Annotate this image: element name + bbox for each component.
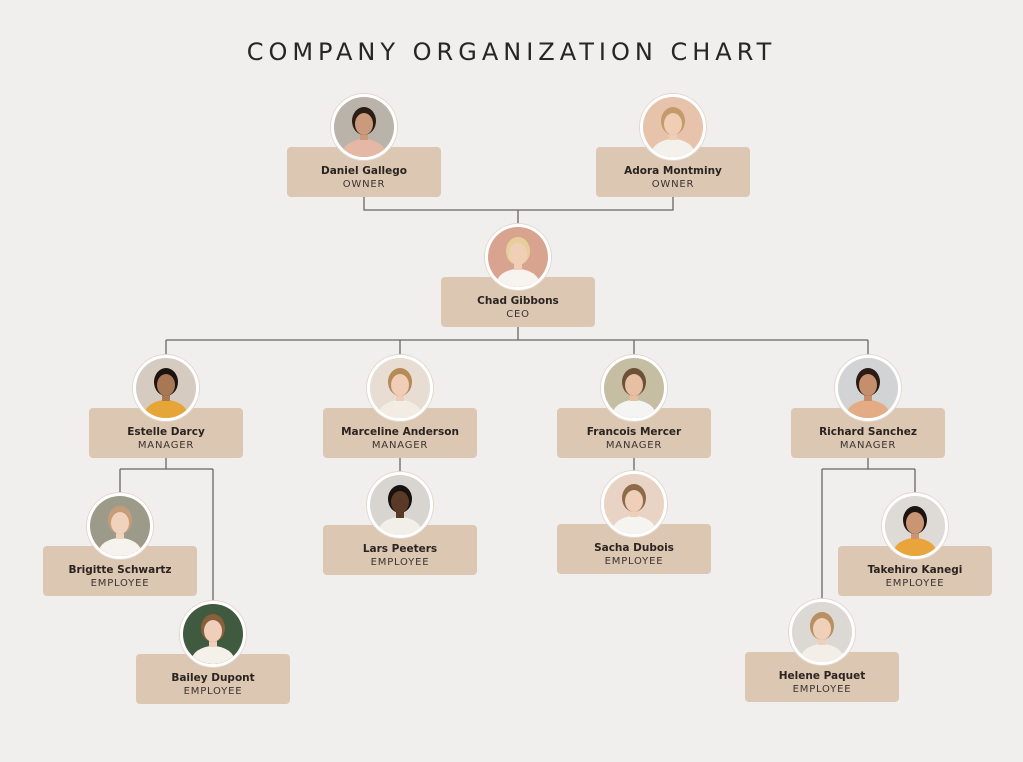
avatar-photo <box>601 355 667 421</box>
connector-ceo-managers <box>165 326 869 357</box>
avatar-photo <box>87 493 153 559</box>
person-role: EMPLOYEE <box>90 578 150 589</box>
person-role: EMPLOYEE <box>370 557 430 568</box>
person-role: EMPLOYEE <box>885 578 945 589</box>
avatar-photo <box>367 355 433 421</box>
avatar-photo <box>640 94 706 160</box>
person-role: OWNER <box>651 179 695 190</box>
person-role: MANAGER <box>839 440 897 451</box>
avatar-photo <box>331 94 397 160</box>
person-name: Takehiro Kanegi <box>867 564 963 576</box>
person-name: Bailey Dupont <box>171 672 255 684</box>
connector-estelle-team <box>119 458 214 603</box>
chart-title: COMPANY ORGANIZATION CHART <box>246 38 777 66</box>
avatar-photo <box>601 471 667 537</box>
avatar-photo <box>789 599 855 665</box>
person-name: Francois Mercer <box>586 426 682 438</box>
avatar-photo <box>367 472 433 538</box>
connector-richard-team <box>821 458 916 601</box>
person-name: Lars Peeters <box>362 543 438 555</box>
person-name: Daniel Gallego <box>320 165 407 177</box>
person-role: MANAGER <box>371 440 429 451</box>
person-name: Estelle Darcy <box>127 426 205 438</box>
person-name: Helene Paquet <box>778 670 866 682</box>
avatar-photo <box>180 601 246 667</box>
person-name: Sacha Dubois <box>594 542 674 554</box>
avatar-photo <box>133 355 199 421</box>
person-role: MANAGER <box>137 440 195 451</box>
person-role: EMPLOYEE <box>183 686 243 697</box>
person-role: CEO <box>506 309 530 320</box>
person-role: MANAGER <box>605 440 663 451</box>
person-name: Richard Sanchez <box>819 426 917 438</box>
person-role: EMPLOYEE <box>604 556 664 567</box>
person-name: Adora Montminy <box>624 165 722 177</box>
avatar-photo <box>485 224 551 290</box>
person-role: EMPLOYEE <box>792 684 852 695</box>
person-role: OWNER <box>342 179 386 190</box>
person-name: Chad Gibbons <box>477 295 559 307</box>
avatar-photo <box>835 355 901 421</box>
avatar-photo <box>882 493 948 559</box>
person-name: Brigitte Schwartz <box>68 564 172 576</box>
person-name: Marceline Anderson <box>341 426 459 438</box>
